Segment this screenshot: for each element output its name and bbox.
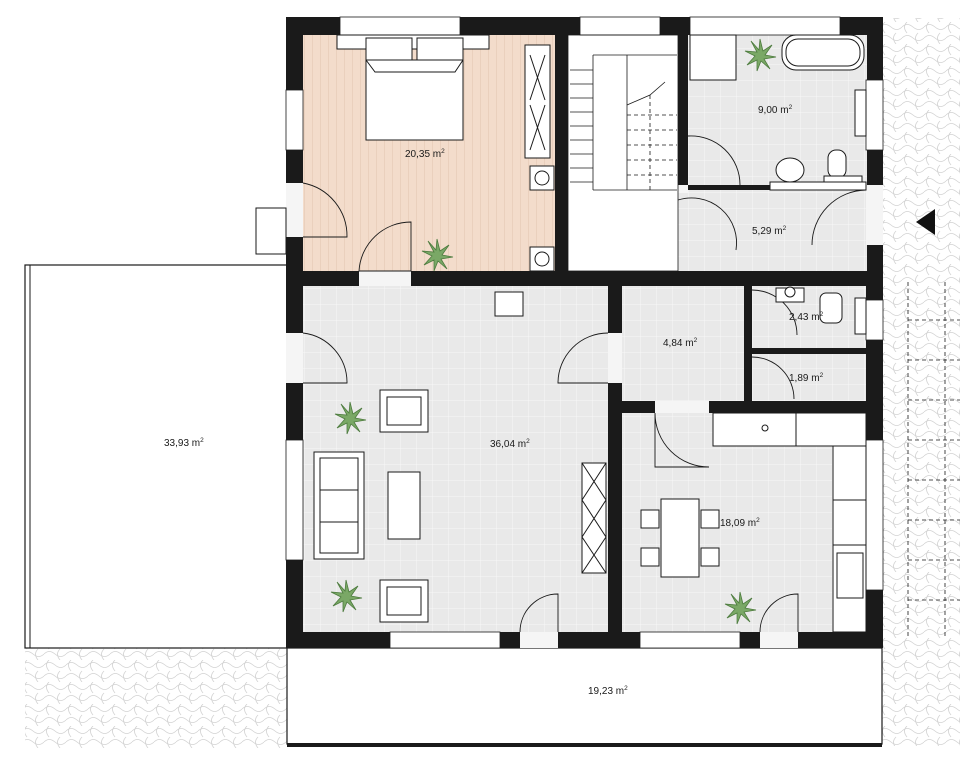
terrace-front-railing <box>287 743 882 747</box>
room-labels: 20,35 m2 9,00 m2 5,29 m2 2,43 m2 1,89 m2… <box>164 104 824 697</box>
kitchen-furniture <box>640 412 867 633</box>
triangle-left-icon <box>916 209 935 235</box>
terrace-side <box>24 264 288 649</box>
paving-right <box>880 18 960 746</box>
wardrobe <box>524 44 551 159</box>
door-openings <box>286 183 883 648</box>
windows-bottom <box>389 631 741 649</box>
wc-floor <box>752 286 866 348</box>
windows-right <box>865 79 884 591</box>
wc-area-label: 2,43 m2 <box>789 311 824 323</box>
hall-upper-area-label: 5,29 m2 <box>752 225 787 237</box>
terrace-front-area-label: 19,23 m2 <box>588 685 628 697</box>
nightstand <box>529 165 555 272</box>
windows-left <box>285 89 304 561</box>
bathroom-area-label: 9,00 m2 <box>758 104 793 116</box>
staircase <box>567 34 679 272</box>
bed <box>336 34 490 141</box>
hall-area-label: 4,84 m2 <box>663 337 698 349</box>
living-room-area-label: 36,04 m2 <box>490 438 530 450</box>
bedroom-side-box <box>255 207 287 255</box>
stair-floor <box>568 35 678 271</box>
door-swings <box>302 135 867 633</box>
bedroom-area-label: 20,35 m2 <box>405 148 445 160</box>
terrace-side-area-label: 33,93 m2 <box>164 437 204 449</box>
hall-floor <box>622 286 744 401</box>
terrace-front <box>286 647 883 745</box>
kitchen-area-label: 18,09 m2 <box>720 517 760 529</box>
hall-upper-floor <box>678 190 867 271</box>
windows-top <box>339 16 841 36</box>
living-furniture <box>313 291 607 623</box>
wc-fixtures <box>775 286 867 335</box>
paving-bottom <box>25 648 287 748</box>
outside-stair <box>907 282 960 636</box>
storage-area-label: 1,89 m2 <box>789 372 824 384</box>
bathroom-fixtures <box>689 34 867 191</box>
